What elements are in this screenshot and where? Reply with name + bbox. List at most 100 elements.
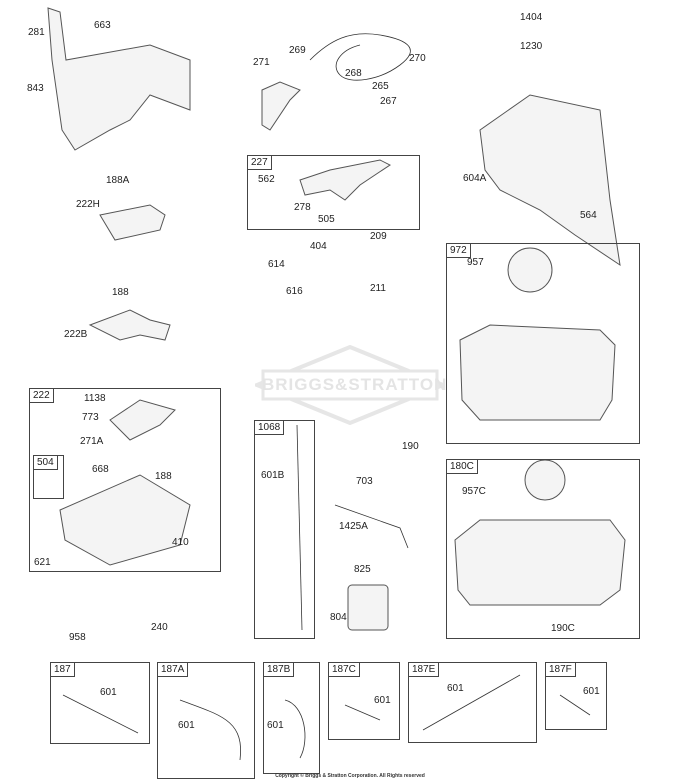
part-label: 269 [289, 45, 306, 56]
control-plate [59, 474, 191, 566]
control-bracket [47, 7, 191, 151]
part-label: 270 [409, 53, 426, 64]
part-label: 601 [178, 720, 195, 731]
group-187F: 187F [545, 662, 607, 730]
part-label: 1230 [520, 41, 543, 52]
logo-text: BRIGGS&STRATTON [262, 375, 448, 394]
part-label: 190C [551, 623, 575, 634]
hose-187B [284, 699, 306, 759]
part-label: 958 [69, 632, 86, 643]
part-label: 1425A [339, 521, 368, 532]
part-label: 278 [294, 202, 311, 213]
part-label: 562 [258, 174, 275, 185]
blower-housing [479, 94, 621, 267]
group-label: 187A [157, 662, 189, 677]
hose-187E [422, 674, 521, 731]
part-label: 188 [112, 287, 129, 298]
part-label: 601 [583, 686, 600, 697]
part-label: 188 [155, 471, 172, 482]
group-label: 187 [50, 662, 75, 677]
lever-271 [261, 81, 301, 131]
group-187C: 187C [328, 662, 400, 740]
part-label: 240 [151, 622, 168, 633]
part-label: 211 [370, 283, 386, 294]
group-label: 187B [263, 662, 295, 677]
part-label: 190 [402, 441, 419, 452]
part-label: 614 [268, 259, 285, 270]
group-label: 187E [408, 662, 440, 677]
part-label: 271 [253, 57, 270, 68]
group-187E: 187E [408, 662, 537, 743]
part-label: 188A [106, 175, 130, 186]
group-label: 972 [446, 243, 471, 258]
part-label: 281 [28, 27, 45, 38]
part-label: 222H [76, 199, 100, 210]
bracket-222B [88, 309, 171, 341]
group-187B: 187B [263, 662, 320, 774]
part-label: 604A [463, 173, 487, 184]
part-label: 601 [447, 683, 464, 694]
hose-187C [344, 704, 381, 721]
group-227: 227 [247, 155, 420, 230]
group-label: 1068 [254, 420, 285, 435]
hose-187F [559, 694, 591, 716]
hose-187 [62, 694, 139, 734]
governor-lever [109, 399, 176, 441]
part-label: 601 [100, 687, 117, 698]
group-187A: 187A [157, 662, 255, 779]
group-222: 222 [29, 388, 221, 572]
part-label: 601 [267, 720, 284, 731]
part-label: 621 [34, 557, 51, 568]
group-label: 180C [446, 459, 478, 474]
part-label: 564 [580, 210, 597, 221]
throttle-lever [299, 159, 391, 201]
copyright-notice: Copyright © Briggs & Stratton Corporatio… [275, 773, 425, 779]
part-label: 601B [261, 470, 285, 481]
cable [309, 33, 411, 81]
fuel-filter-804 [347, 584, 389, 631]
part-label: 616 [286, 286, 303, 297]
part-label: 663 [94, 20, 111, 31]
group-label: 504 [33, 455, 58, 470]
hose-187A [179, 699, 242, 761]
part-label: 957 [467, 257, 484, 268]
part-label: 505 [318, 214, 335, 225]
group-label: 222 [29, 388, 54, 403]
fuel-cap-957 [507, 247, 553, 293]
part-label: 601 [374, 695, 391, 706]
group-label: 187F [545, 662, 576, 677]
part-label: 825 [354, 564, 371, 575]
part-label: 1138 [84, 393, 106, 404]
part-label: 209 [370, 231, 387, 242]
part-label: 1404 [520, 12, 543, 23]
group-1068: 1068 [254, 420, 315, 639]
group-972: 972 [446, 243, 640, 444]
part-label: 957C [462, 486, 486, 497]
part-label: 773 [82, 412, 99, 423]
part-label: 271A [80, 436, 104, 447]
fuel-cap-957C [524, 459, 566, 501]
rod-601B [296, 424, 303, 631]
part-label: 265 [372, 81, 389, 92]
part-label: 267 [380, 96, 397, 107]
briggs-stratton-logo [255, 345, 445, 425]
part-label: 404 [310, 241, 327, 252]
part-label: 410 [172, 537, 189, 548]
hose-1425A [334, 504, 409, 549]
fuel-tank-180C [454, 519, 626, 606]
group-label: 187C [328, 662, 360, 677]
part-label: 804 [330, 612, 347, 623]
fuel-tank-972 [459, 324, 616, 421]
group-180C: 180C [446, 459, 640, 639]
part-label: 268 [345, 68, 362, 79]
part-label: 703 [356, 476, 373, 487]
part-label: 222B [64, 329, 88, 340]
group-label: 227 [247, 155, 272, 170]
group-187: 187 [50, 662, 150, 744]
part-label: 843 [27, 83, 44, 94]
bracket-222H [99, 204, 166, 241]
group-504: 504 [33, 455, 64, 499]
part-label: 668 [92, 464, 109, 475]
